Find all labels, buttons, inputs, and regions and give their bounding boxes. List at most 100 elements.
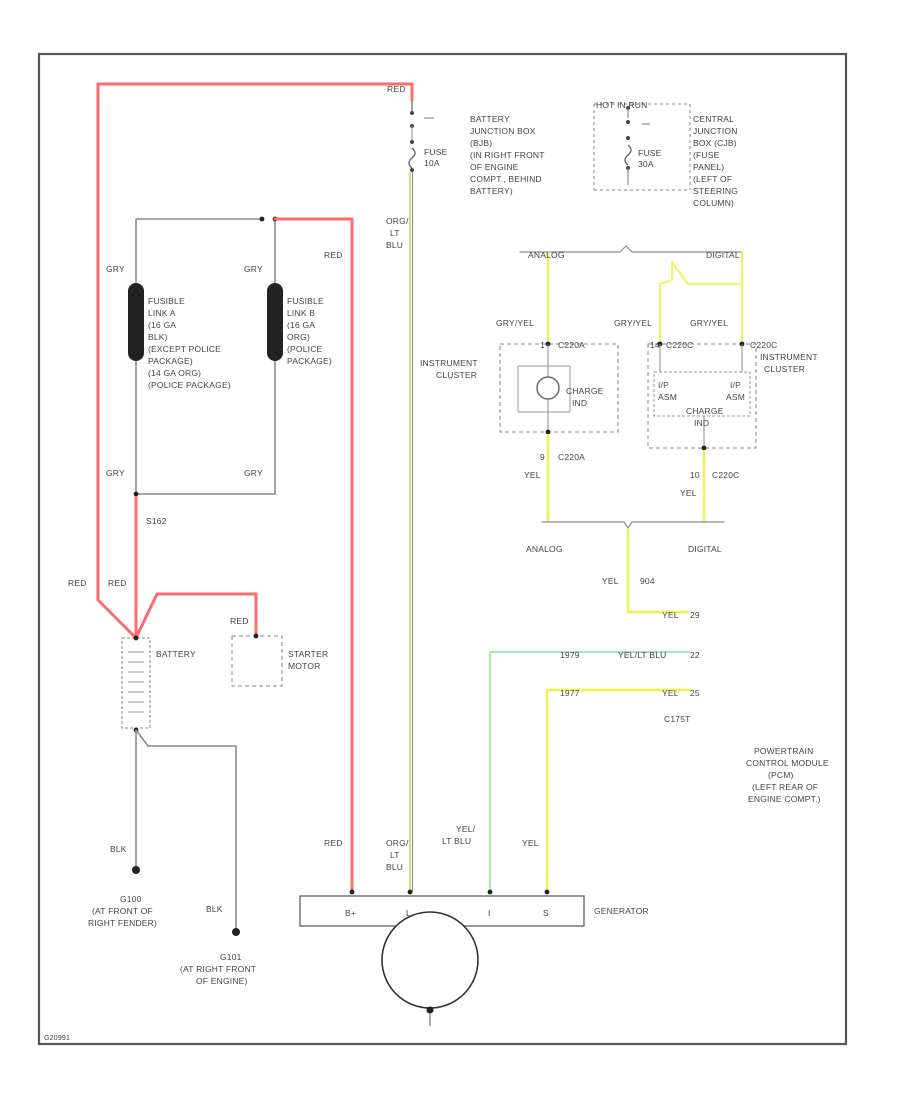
org-lt-blu-wire	[408, 172, 413, 892]
digital-sub-2a: I/P	[730, 380, 741, 390]
gen-yel-lt-1: YEL/	[456, 824, 476, 834]
footer-id: G20991	[44, 1035, 70, 1042]
analog-charge-2: IND	[572, 398, 587, 408]
svg-text:STEERING: STEERING	[693, 186, 738, 196]
cluster-digital-bot: DIGITAL	[688, 544, 722, 554]
generator-pin-l: L	[406, 908, 411, 918]
blk-label-1: BLK	[110, 844, 127, 854]
digital-cluster-label-2: CLUSTER	[764, 364, 805, 374]
digital-cluster-label-1: INSTRUMENT	[760, 352, 818, 362]
analog-yel: YEL	[524, 470, 541, 480]
analog-conn-top: C220A	[558, 340, 585, 350]
fusible-links	[128, 216, 283, 497]
pcm-row-2: 1979 YEL/LT BLU 22	[560, 650, 700, 660]
gry-label-b-top: GRY	[244, 264, 263, 274]
svg-text:FUSIBLE: FUSIBLE	[287, 296, 324, 306]
svg-text:RIGHT FENDER): RIGHT FENDER)	[88, 918, 157, 928]
svg-text:FUSIBLE: FUSIBLE	[148, 296, 185, 306]
svg-text:(POLICE: (POLICE	[287, 344, 323, 354]
fusible-b-label: FUSIBLE LINK B (16 GA ORG) (POLICE PACKA…	[287, 296, 332, 366]
bjb-red-label: RED	[387, 84, 406, 94]
svg-text:CONTROL MODULE: CONTROL MODULE	[746, 758, 829, 768]
analog-conn-bot: C220A	[558, 452, 585, 462]
org-label-top-2: LT	[390, 228, 400, 238]
gry-yel-b: GRY/YEL	[614, 318, 652, 328]
digital-yel: YEL	[680, 488, 697, 498]
svg-text:ENGINE COMPT.): ENGINE COMPT.)	[748, 794, 821, 804]
svg-text:(EXCEPT POLICE: (EXCEPT POLICE	[148, 344, 221, 354]
svg-text:CENTRAL: CENTRAL	[693, 114, 734, 124]
svg-text:G100: G100	[120, 894, 142, 904]
generator-label: GENERATOR	[594, 906, 649, 916]
org-label-top: ORG/	[386, 216, 409, 226]
generator	[299, 889, 585, 1026]
svg-text:YEL: YEL	[662, 610, 679, 620]
red-label-left: RED	[68, 578, 87, 588]
svg-text:LINK A: LINK A	[148, 308, 176, 318]
digital-charge-1: CHARGE	[686, 406, 724, 416]
svg-text:JUNCTION BOX: JUNCTION BOX	[470, 126, 536, 136]
gry-yel-c: GRY/YEL	[690, 318, 728, 328]
starter-label-1: STARTER	[288, 649, 328, 659]
gry-label-a-bot: GRY	[106, 468, 125, 478]
starter-motor	[231, 633, 283, 687]
digital-pin-bot: 10	[690, 470, 700, 480]
svg-text:(IN RIGHT FRONT: (IN RIGHT FRONT	[470, 150, 545, 160]
cjb-hot-label: HOT IN RUN	[596, 100, 647, 110]
gry-label-a-top: GRY	[106, 264, 125, 274]
cluster-circuit: 904	[640, 576, 655, 586]
digital-pin-top: 14	[650, 340, 660, 350]
gen-org-1: ORG/	[386, 838, 409, 848]
generator-pin-s: S	[543, 908, 549, 918]
digital-conn-bot: C220C	[712, 470, 739, 480]
generator-pin-i: I	[488, 908, 491, 918]
svg-text:ORG): ORG)	[287, 332, 310, 342]
svg-text:OF ENGINE: OF ENGINE	[470, 162, 519, 172]
svg-text:(LEFT REAR OF: (LEFT REAR OF	[752, 782, 818, 792]
battery-label: BATTERY	[156, 649, 196, 659]
battery-symbol	[121, 635, 151, 733]
svg-text:25: 25	[690, 688, 700, 698]
svg-text:(16 GA: (16 GA	[148, 320, 176, 330]
gen-yel-label: YEL	[522, 838, 539, 848]
svg-text:BLK): BLK)	[148, 332, 168, 342]
pcm-row-3: 1977 YEL 25	[560, 688, 700, 698]
svg-text:BATTERY): BATTERY)	[470, 186, 513, 196]
svg-text:(14 GA ORG): (14 GA ORG)	[148, 368, 201, 378]
analog-pin-bot: 9	[540, 452, 545, 462]
red-label-mid: RED	[108, 578, 127, 588]
analog-charge-1: CHARGE	[566, 386, 604, 396]
gen-red-label: RED	[324, 838, 343, 848]
cluster-yel-bus: YEL	[602, 576, 619, 586]
blk-label-2: BLK	[206, 904, 223, 914]
pcm-row-1: YEL 29	[662, 610, 700, 620]
svg-text:(BJB): (BJB)	[470, 138, 492, 148]
svg-text:(POLICE PACKAGE): (POLICE PACKAGE)	[148, 380, 231, 390]
analog-cluster	[499, 341, 619, 435]
gen-org-3: BLU	[386, 862, 403, 872]
analog-cluster-label-1: INSTRUMENT	[420, 358, 478, 368]
digital-charge-2: IND	[694, 418, 709, 428]
cluster-analog-bot: ANALOG	[526, 544, 563, 554]
svg-text:OF ENGINE): OF ENGINE)	[196, 976, 248, 986]
gen-org-2: LT	[390, 850, 400, 860]
svg-text:(AT RIGHT FRONT: (AT RIGHT FRONT	[180, 964, 256, 974]
svg-text:1977: 1977	[560, 688, 580, 698]
svg-text:(LEFT OF: (LEFT OF	[693, 174, 732, 184]
org-label-top-3: BLU	[386, 240, 403, 250]
analog-pin-top: 1	[540, 340, 545, 350]
pcm-wires	[489, 651, 692, 892]
svg-text:YEL/LT BLU: YEL/LT BLU	[618, 650, 666, 660]
svg-text:COLUMN): COLUMN)	[693, 198, 734, 208]
svg-text:JUNCTION: JUNCTION	[693, 126, 738, 136]
fusible-b-red-wire	[273, 217, 354, 894]
svg-text:BOX (CJB): BOX (CJB)	[693, 138, 737, 148]
svg-text:22: 22	[690, 650, 700, 660]
svg-text:YEL: YEL	[662, 688, 679, 698]
svg-text:PACKAGE): PACKAGE)	[148, 356, 193, 366]
cluster-yellow-drops	[541, 434, 725, 614]
digital-conn-top: C220C	[666, 340, 693, 350]
gen-yel-lt-2: LT BLU	[442, 836, 471, 846]
fusible-a-label: FUSIBLE LINK A (16 GA BLK) (EXCEPT POLIC…	[148, 296, 231, 390]
